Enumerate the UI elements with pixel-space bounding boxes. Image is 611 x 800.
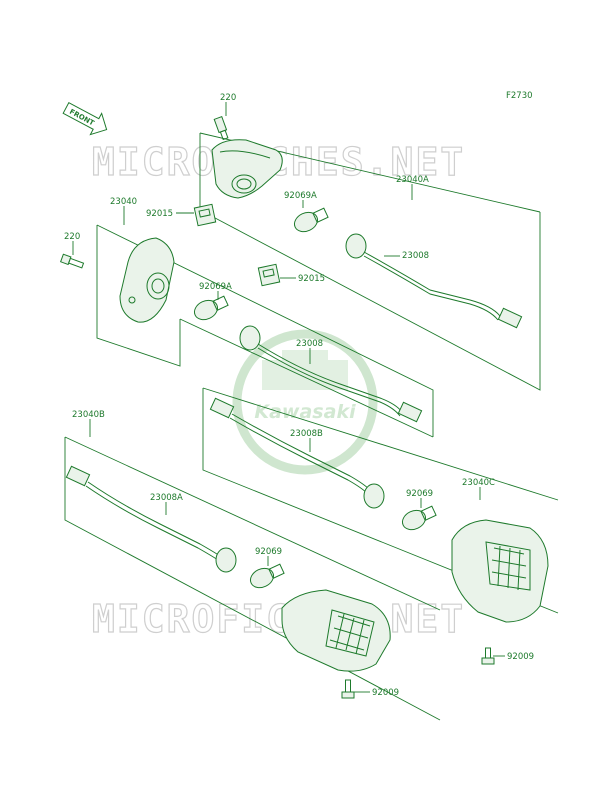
callout-92069a-top: 92069A [284,191,317,201]
socket-harness-23008a [65,465,237,573]
callout-92009-bottom: 92009 [372,688,399,698]
callout-92015-left: 92015 [146,209,173,219]
callout-220-left: 220 [64,232,80,242]
turn-signal-lens-23040b [281,589,391,672]
parts [59,115,549,699]
callout-92015-right: 92015 [298,274,325,284]
bulb-92069a-top [293,207,329,233]
callout-220-top: 220 [220,93,236,103]
callout-23040c: 23040C [462,478,495,488]
watermark: MICROFICHES.NET MICROFICHES.NET Kawasaki [91,139,465,641]
watermark-text-bottom: MICROFICHES.NET [92,597,465,641]
leader-lines [72,102,505,693]
callout-23008b: 23008B [290,429,323,439]
turn-signal-lens-23040c [451,519,549,623]
callout-23008-mid: 23008 [296,339,323,349]
kawasaki-logo: Kawasaki [232,329,378,475]
bulb-92069-right [401,505,437,531]
screw-92009-right [481,647,495,665]
front-arrow-icon: FRONT [62,102,108,136]
socket-harness-23008-mid [239,325,423,423]
callout-23008-top: 23008 [402,251,429,261]
screw-92009-bottom [341,679,355,699]
callout-23040a: 23040A [396,175,429,185]
callout-23040: 23040 [110,197,137,207]
callout-23008a: 23008A [150,493,183,503]
clip-92015-right [257,263,281,287]
callout-92009-right: 92009 [507,652,534,662]
bulb-92069-left [249,563,285,589]
callout-23040b: 23040B [72,410,105,420]
turn-signal-housing-23040 [119,237,175,323]
kawasaki-logo-text: Kawasaki [254,401,356,423]
callout-92069-left: 92069 [255,547,282,557]
figure-code: F2730 [506,91,533,101]
screw-220-left [59,253,85,269]
callout-92069-right: 92069 [406,489,433,499]
screw-220-top [213,115,229,141]
socket-harness-23008-top [345,233,523,329]
callout-92069a-mid: 92069A [199,282,232,292]
socket-harness-23008b [209,397,385,509]
turn-signal-housing-23040a [211,139,283,199]
bulb-92069a-mid [193,295,229,321]
callouts: 220 23040A 92069A 23008 23040 92015 220 … [64,93,534,698]
clip-92015-left [193,203,217,227]
